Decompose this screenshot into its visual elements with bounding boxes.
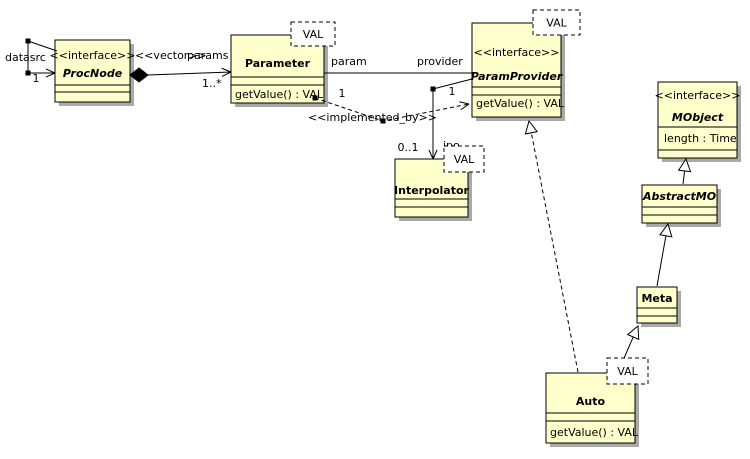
template-param-interpolator[interactable]: VAL [443, 145, 485, 173]
class-operation: getValue() : VAL [550, 426, 639, 439]
class-name: Meta [641, 292, 672, 305]
class-operation: getValue() : VAL [476, 97, 565, 110]
class-operation: getValue() : VAL [235, 88, 324, 101]
template-param-parameter[interactable]: VAL [290, 21, 336, 47]
edge-meta-abstractmo-generalization[interactable] [656, 222, 673, 287]
composition-diamond [129, 67, 149, 83]
class-box [657, 81, 738, 159]
classes-layer: <<interface>> ProcNode Parameter getValue()… [50, 22, 741, 447]
edge-label: 0..1 [398, 141, 419, 154]
template-param-label: VAL [546, 17, 567, 30]
class-parameter[interactable]: Parameter getValue() : VAL [230, 34, 328, 107]
edge-datasrc-self[interactable] [25, 38, 58, 78]
class-mobject[interactable]: <<interface>> MObject length : Time [655, 81, 741, 162]
edge-label: 1 [33, 72, 40, 85]
class-box [471, 22, 562, 118]
edge-label: provider [417, 55, 463, 68]
class-stereotype: <<interface>> [474, 46, 560, 59]
edge-bendpoint[interactable] [380, 118, 386, 124]
class-box [636, 286, 678, 324]
class-stereotype: <<interface>> [655, 89, 741, 102]
edge-procnode-parameter-composition[interactable] [129, 67, 232, 83]
class-name: AbstractMO [642, 190, 716, 203]
class-name: MObject [672, 111, 724, 124]
class-stereotype: <<interface>> [50, 49, 136, 62]
class-name: ProcNode [63, 67, 123, 80]
class-box [641, 184, 718, 224]
edge-label: <<implemented_by>> [308, 111, 437, 124]
edge-bendpoint[interactable] [25, 70, 31, 76]
class-box [545, 372, 636, 444]
class-procnode[interactable]: <<interface>> ProcNode [50, 39, 136, 106]
edge-bendpoint[interactable] [312, 95, 318, 101]
edge-provider-ipo-association[interactable] [428, 78, 473, 160]
class-name: ParamProvider [471, 70, 563, 83]
class-name: Auto [576, 395, 606, 408]
edge-bendpoint[interactable] [25, 38, 31, 44]
template-param-label: VAL [617, 365, 638, 378]
edges-layer [25, 38, 692, 373]
edge-label: 1 [339, 87, 346, 100]
class-auto[interactable]: Auto getValue() : VAL [545, 372, 639, 447]
edge-label: param [331, 55, 367, 68]
class-abstractmo[interactable]: AbstractMO [641, 184, 721, 227]
overlay-layer: datasrc 1 <<vector>>params 1..* param provide… [5, 9, 649, 385]
edge-label: 1 [449, 85, 456, 98]
class-attribute: length : Time [664, 132, 737, 145]
class-meta[interactable]: Meta [636, 286, 681, 327]
edge-label: <<vector>> [135, 49, 207, 62]
edge-auto-paramprovider-realization[interactable] [524, 119, 579, 373]
template-param-paramprovider[interactable]: VAL [532, 9, 581, 36]
class-name: Parameter [245, 57, 311, 70]
template-param-auto[interactable]: VAL [606, 357, 649, 385]
edge-label: datasrc [5, 51, 46, 64]
edge-label: 1..* [202, 77, 222, 90]
edge-abstractmo-mobject-generalization[interactable] [677, 157, 692, 185]
class-name: Interpolator [394, 184, 470, 197]
edge-bendpoint[interactable] [430, 86, 436, 92]
edge-label: params [187, 49, 229, 62]
class-paramprovider[interactable]: <<interface>> ParamProvider getValue() : V… [471, 22, 565, 121]
template-param-label: VAL [303, 28, 324, 41]
template-param-label: VAL [454, 153, 475, 166]
edge-implemented-by-dependency[interactable] [312, 95, 470, 124]
